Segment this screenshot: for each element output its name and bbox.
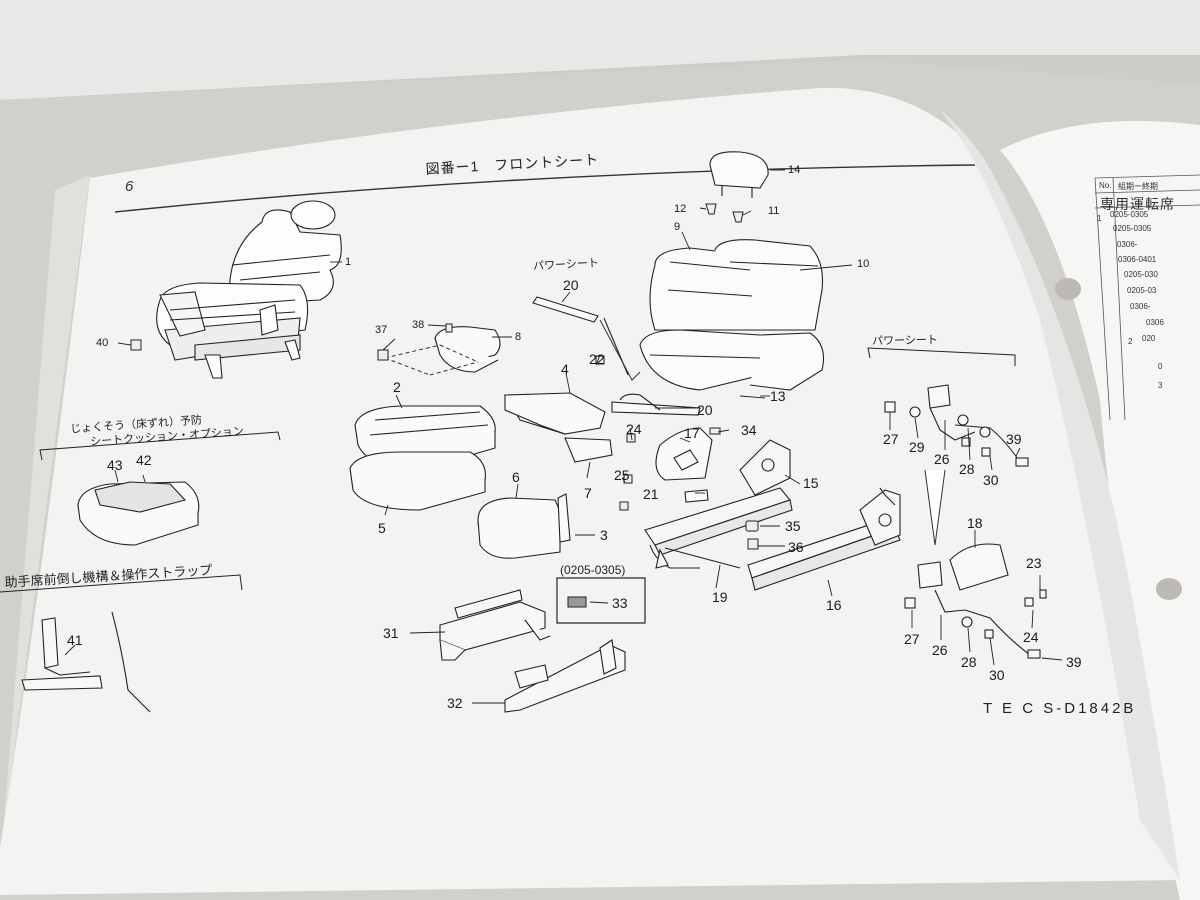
callout-41: 41 bbox=[67, 632, 83, 648]
page-number: 6 bbox=[125, 178, 134, 195]
table-row-1: 0205-0305 bbox=[1110, 210, 1149, 219]
callout-36: 36 bbox=[788, 539, 804, 555]
table-section-title: 専用運転席 bbox=[1100, 196, 1175, 212]
callout-8: 8 bbox=[515, 331, 522, 343]
callout-22: 22 bbox=[589, 351, 605, 367]
table-num-1: 1 bbox=[1097, 214, 1102, 223]
arrow-power-seat bbox=[599, 319, 641, 381]
callout-26b: 26 bbox=[932, 642, 948, 658]
callout-3: 3 bbox=[600, 527, 608, 543]
wiring-harness-lower bbox=[904, 543, 1047, 659]
assembly-leader-dashed bbox=[384, 344, 479, 376]
callout-34: 34 bbox=[741, 422, 757, 438]
callout-12: 12 bbox=[674, 203, 687, 215]
callout-24a: 24 bbox=[626, 421, 642, 437]
callout-27a: 27 bbox=[883, 431, 899, 447]
callout-33: 33 bbox=[612, 595, 628, 611]
callout-11: 11 bbox=[768, 205, 780, 217]
callout-24b: 24 bbox=[1023, 629, 1039, 645]
table-num-3: 3 bbox=[1158, 381, 1163, 390]
mount-brackets bbox=[439, 589, 626, 713]
caption-date-box: (0205-0305) bbox=[560, 563, 626, 577]
callout-6: 6 bbox=[512, 469, 520, 485]
callout-10: 10 bbox=[857, 258, 870, 270]
fasteners bbox=[130, 203, 759, 550]
cushion-parts bbox=[349, 326, 713, 559]
callout-28a: 28 bbox=[959, 461, 975, 477]
callout-25: 25 bbox=[614, 467, 630, 483]
callout-29: 29 bbox=[909, 439, 925, 455]
header-rule bbox=[114, 164, 976, 213]
callout-15: 15 bbox=[803, 475, 819, 491]
binding-hole-top bbox=[1055, 278, 1081, 300]
callout-20b: 20 bbox=[697, 402, 713, 418]
callout-35: 35 bbox=[785, 518, 801, 534]
callout-17: 17 bbox=[684, 425, 700, 441]
option-bracket bbox=[39, 431, 281, 461]
wiring-harness-upper bbox=[884, 384, 1029, 467]
table-row-7: 0306- bbox=[1130, 302, 1151, 311]
callout-18: 18 bbox=[967, 515, 983, 531]
callout-40: 40 bbox=[96, 337, 109, 349]
callout-4: 4 bbox=[561, 361, 569, 377]
callout-21: 21 bbox=[643, 486, 659, 502]
date-box-frame bbox=[556, 577, 646, 624]
diagram-code: T E C S-D1842B bbox=[983, 700, 1137, 717]
table-header-no: No. bbox=[1099, 181, 1112, 190]
arrow-down bbox=[924, 469, 946, 546]
page-stack-edge bbox=[0, 175, 90, 870]
callout-23: 23 bbox=[1026, 555, 1042, 571]
callout-13: 13 bbox=[770, 388, 786, 404]
table-row-10: 0 bbox=[1158, 362, 1163, 371]
callout-26a: 26 bbox=[934, 451, 950, 467]
callout-39a: 39 bbox=[1006, 431, 1022, 447]
callout-16: 16 bbox=[826, 597, 842, 613]
table-row-6: 0205-03 bbox=[1127, 286, 1157, 295]
callout-7: 7 bbox=[584, 485, 592, 501]
callout-20a: 20 bbox=[563, 277, 579, 293]
binding-hole-bottom bbox=[1156, 578, 1182, 600]
table-row-4: 0306-0401 bbox=[1118, 255, 1157, 264]
callout-42: 42 bbox=[136, 452, 152, 468]
table-row-3: 0306- bbox=[1117, 240, 1138, 249]
callout-31: 31 bbox=[383, 625, 399, 641]
page-curl-shade bbox=[940, 110, 1180, 880]
callout-2: 2 bbox=[393, 379, 401, 395]
part-33-pad bbox=[567, 596, 587, 608]
callout-5: 5 bbox=[378, 520, 386, 536]
callout-38: 38 bbox=[412, 319, 425, 331]
callout-32: 32 bbox=[447, 695, 463, 711]
table-row-2: 0205-0305 bbox=[1113, 224, 1152, 233]
leader-lines bbox=[64, 169, 1063, 704]
callout-27b: 27 bbox=[904, 631, 920, 647]
callout-14: 14 bbox=[788, 164, 801, 176]
callout-1: 1 bbox=[345, 256, 352, 268]
power-seat-parts bbox=[532, 296, 701, 416]
seatback-illustration bbox=[639, 151, 825, 391]
callout-37: 37 bbox=[375, 324, 388, 336]
table-header-period: 組期ー終期 bbox=[1118, 182, 1158, 191]
callout-43: 43 bbox=[107, 457, 123, 473]
back-page bbox=[0, 0, 1200, 100]
callout-28b: 28 bbox=[961, 654, 977, 670]
option-cushion bbox=[77, 481, 200, 546]
table-row-9: 020 bbox=[1142, 334, 1156, 343]
caption-power-seat-right: パワーシート bbox=[871, 334, 938, 348]
callout-39b: 39 bbox=[1066, 654, 1082, 670]
side-table-grid bbox=[1094, 174, 1200, 421]
table-row-5: 0205-030 bbox=[1124, 270, 1158, 279]
callout-9: 9 bbox=[674, 221, 681, 233]
seat-assembly-illustration bbox=[156, 200, 342, 379]
callout-19: 19 bbox=[712, 589, 728, 605]
strap-bracket bbox=[0, 574, 243, 593]
strap-illustration bbox=[21, 611, 151, 713]
seat-track-illustration bbox=[644, 439, 901, 591]
callout-30a: 30 bbox=[983, 472, 999, 488]
table-num-2: 2 bbox=[1128, 337, 1133, 346]
table-row-8: 0306 bbox=[1146, 318, 1164, 327]
callout-30b: 30 bbox=[989, 667, 1005, 683]
power-seat-bracket bbox=[867, 347, 1016, 366]
